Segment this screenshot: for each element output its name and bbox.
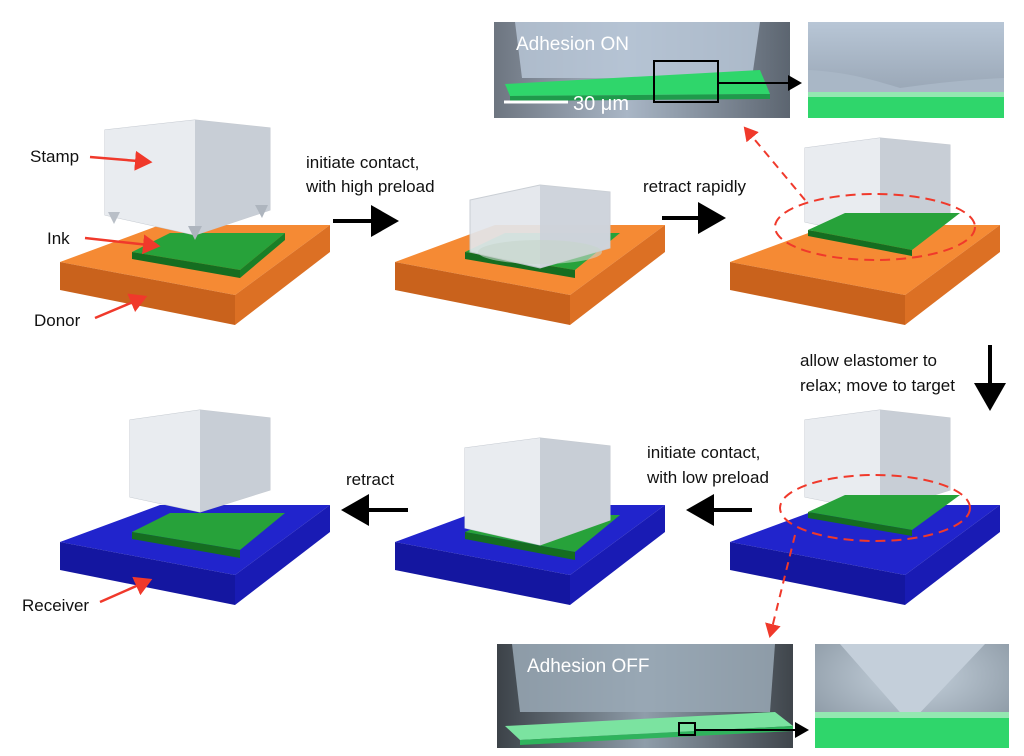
stamp-block-6	[129, 409, 271, 513]
sem-adhesion-on: Adhesion ON 30 μm	[494, 22, 790, 118]
stamp-retracted-with-ink	[730, 137, 1000, 325]
highlight-ellipse-on	[774, 193, 976, 261]
scale-bar-label: 30 μm	[573, 93, 629, 115]
ink-label: Ink	[47, 229, 70, 248]
stamp-contact-low-preload	[395, 437, 665, 605]
sem-adhesion-off-zoom	[815, 644, 1009, 748]
step-contact-low-line2: with low preload	[646, 468, 769, 487]
step-relax-line1: allow elastomer to	[800, 351, 937, 370]
ink-pointer-arrow	[84, 234, 161, 255]
step-contact-high-line1: initiate contact,	[306, 153, 419, 172]
zoom-region-box	[653, 60, 719, 103]
highlight-ellipse-off	[779, 474, 971, 542]
stamp-block-2	[469, 184, 611, 269]
adhesion-on-title: Adhesion ON	[516, 34, 629, 55]
adhesion-off-title: Adhesion OFF	[527, 656, 650, 677]
receiver-label: Receiver	[22, 596, 89, 615]
sem-adhesion-on-zoom	[808, 22, 1004, 118]
stamp-block-4	[804, 409, 951, 513]
stamp-label: Stamp	[30, 147, 79, 166]
ink-chip-6	[132, 513, 285, 558]
step-retract: retract	[346, 470, 394, 489]
stamp-retracted-from-receiver	[60, 409, 330, 605]
step-relax-line2: relax; move to target	[800, 376, 955, 395]
stamp-above-donor	[60, 119, 330, 325]
off-zoom-connector	[765, 534, 796, 638]
ink-chip-3	[808, 213, 960, 256]
donor-label: Donor	[34, 311, 81, 330]
receiver-pointer-arrow	[99, 576, 153, 604]
on-zoom-connector	[743, 126, 806, 201]
donor-pointer-arrow	[94, 293, 148, 320]
stamp-block	[104, 119, 271, 240]
sem-adhesion-off: Adhesion OFF	[497, 644, 793, 748]
ink-chip-4	[808, 495, 960, 536]
stamp-block-5	[464, 437, 611, 546]
stamp-pointer-arrow	[89, 150, 153, 171]
step-retract-rapidly: retract rapidly	[643, 177, 746, 196]
stamp-contact-high-preload	[395, 184, 665, 325]
step-contact-high-line2: with high preload	[305, 177, 435, 196]
step-contact-low-line1: initiate contact,	[647, 443, 760, 462]
ink-chip	[132, 233, 285, 278]
stamp-over-receiver	[730, 409, 1000, 605]
